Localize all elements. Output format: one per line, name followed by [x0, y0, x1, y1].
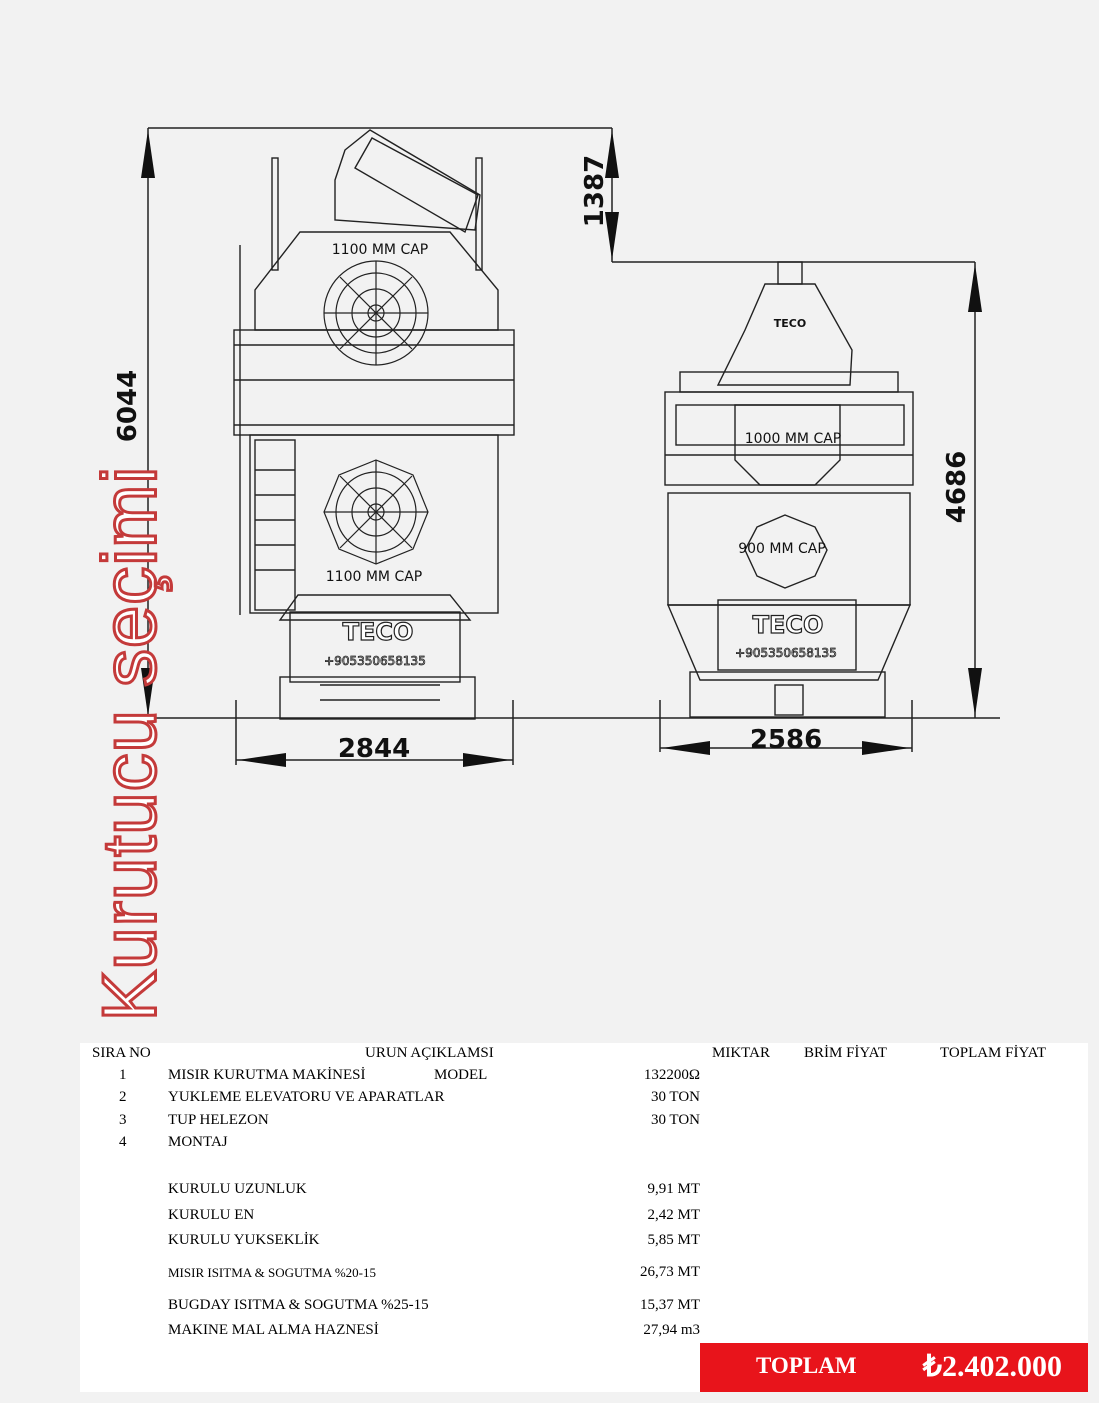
spec-value: 26,73 MT	[640, 1264, 700, 1280]
row-no: 4	[119, 1134, 127, 1150]
row-desc: TUP HELEZON	[168, 1112, 269, 1128]
spec-desc: KURULU YUKSEKLİK	[168, 1232, 320, 1248]
spec-desc: MISIR ISITMA & SOGUTMA %20-15	[168, 1265, 377, 1280]
header-qty: MIKTAR	[712, 1045, 770, 1061]
spec-desc: MAKINE MAL ALMA HAZNESİ	[168, 1322, 379, 1338]
row-extra: MODEL	[434, 1067, 488, 1083]
spec-value: 9,91 MT	[647, 1181, 701, 1197]
spec-desc: KURULU UZUNLUK	[168, 1181, 307, 1197]
right-dryer	[664, 261, 914, 718]
row-desc: MISIR KURUTMA MAKİNESİ	[168, 1067, 366, 1083]
spec-desc: KURULU EN	[168, 1207, 255, 1223]
page-title: Kurutucu seçimi	[86, 464, 174, 1023]
row-desc: MONTAJ	[168, 1134, 228, 1150]
left-fan-lower	[323, 459, 429, 565]
header-total-price: TOPLAM FİYAT	[940, 1045, 1046, 1061]
header-unit-price: BRİM FİYAT	[804, 1045, 887, 1061]
dim-left-width: 2844	[338, 734, 410, 764]
row-no: 2	[119, 1089, 127, 1105]
label-right-lower: 900 MM CAP	[738, 541, 826, 557]
spec-value: 15,37 MT	[640, 1297, 700, 1313]
phone-right: +905350658135	[735, 646, 837, 660]
brand-logo-right: TECO	[753, 611, 824, 639]
total-bar: TOPLAM ₺2.402.000	[700, 1343, 1088, 1392]
dim-right-height: 4686	[942, 451, 972, 523]
brand-logo-top: TECO	[774, 317, 806, 330]
label-left-upper-fan: 1100 MM CAP	[332, 242, 428, 258]
row-no: 1	[119, 1067, 127, 1083]
total-label: TOPLAM	[756, 1353, 857, 1378]
dim-top-offset: 1387	[580, 155, 610, 227]
header-no: SIRA NO	[92, 1045, 151, 1061]
row-value: 30 TON	[650, 1089, 700, 1105]
dim-left-height: 6044	[113, 370, 143, 442]
left-fan-upper	[323, 260, 429, 366]
header-desc: URUN AÇIKLAMSI	[365, 1045, 494, 1061]
spec-value: 27,94 m3	[643, 1322, 700, 1338]
dim-right-width: 2586	[750, 725, 822, 755]
row-no: 3	[119, 1112, 127, 1128]
left-dryer	[233, 129, 515, 720]
spec-value: 5,85 MT	[647, 1232, 701, 1248]
spec-value: 2,42 MT	[647, 1207, 701, 1223]
row-value: 132200Ω	[643, 1067, 700, 1083]
spec-desc: BUGDAY ISITMA & SOGUTMA %25-15	[168, 1297, 429, 1313]
row-value: 30 TON	[650, 1112, 700, 1128]
label-right-upper: 1000 MM CAP	[745, 431, 841, 447]
technical-drawing: 6044 1387 4686 2844 2586 1100 MM CAP 110…	[113, 127, 1000, 767]
row-desc: YUKLEME ELEVATORU VE APARATLAR	[168, 1089, 445, 1105]
arrow-heads	[141, 130, 982, 767]
quote-table: SIRA NO URUN AÇIKLAMSI MIKTAR BRİM FİYAT…	[80, 1043, 1088, 1392]
phone-left: +905350658135	[324, 654, 426, 668]
label-left-lower-fan: 1100 MM CAP	[326, 569, 422, 585]
brand-logo-left: TECO	[343, 618, 414, 646]
total-value: ₺2.402.000	[922, 1350, 1062, 1383]
